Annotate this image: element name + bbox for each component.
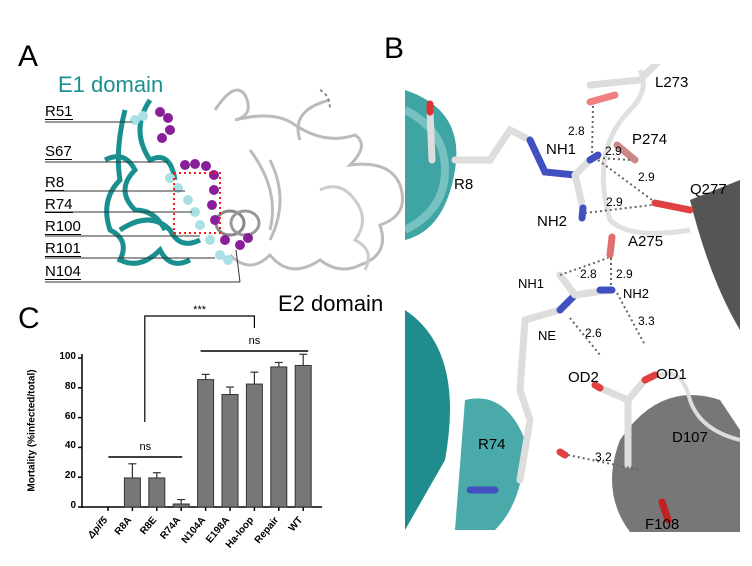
label-ne: NE: [538, 328, 557, 343]
d107-helix: [612, 395, 740, 532]
bar-WT: [294, 364, 312, 508]
hydrogen-bonds: [559, 105, 653, 471]
label-d107: D107: [672, 429, 708, 446]
distance-label: 2.9: [616, 267, 633, 281]
distance-label: 3.3: [638, 314, 655, 328]
distance-label: 2.8: [568, 124, 585, 138]
bar-R8A: [123, 477, 141, 508]
e2-interface-spheres: [155, 107, 253, 250]
panel-a-letter: A: [18, 40, 39, 73]
label-od1: OD1: [656, 366, 687, 383]
residue-label-r8: R8: [45, 174, 65, 191]
y-tick-label: 40: [64, 440, 76, 452]
y-tick-label: 0: [70, 500, 76, 511]
label-od2: OD2: [568, 369, 599, 386]
label-nh1-r74: NH1: [518, 276, 545, 291]
panel-c-letter: C: [18, 302, 40, 335]
label-r74: R74: [478, 436, 506, 453]
residue-label-r101: R101: [45, 240, 81, 257]
significance-label: ns: [139, 441, 152, 453]
bar-N104A: [197, 379, 215, 508]
residue-label-r74: R74: [45, 196, 73, 213]
residue-label-r51: R51: [45, 103, 73, 120]
r8-helix: [405, 90, 457, 240]
r74-helix: [405, 310, 450, 530]
label-f108: F108: [645, 516, 680, 533]
significance-label: ns: [248, 335, 261, 347]
bar-R74A: [172, 503, 190, 508]
label-nh2-r74: NH2: [623, 286, 650, 301]
distance-label: 2.9: [638, 170, 655, 184]
label-q277: Q277: [690, 181, 727, 198]
distance-label: 3.2: [595, 450, 612, 464]
label-r8: R8: [454, 176, 474, 193]
q277-strand: [690, 180, 740, 330]
residue-label-n104: N104: [45, 263, 81, 280]
y-tick-label: 20: [64, 470, 76, 482]
e2-domain-label: E2 domain: [278, 291, 384, 316]
y-tick-label: 80: [64, 380, 76, 392]
bar-Repair: [270, 366, 288, 508]
significance-label: ***: [193, 304, 207, 316]
label-l273: L273: [655, 74, 689, 91]
residue-label-r100: R100: [45, 218, 81, 235]
residue-label-s67: S67: [45, 143, 72, 160]
significance-bracket: [144, 315, 255, 422]
y-tick-label: 60: [64, 410, 76, 422]
interface-box: [173, 172, 221, 234]
distance-label: 2.9: [605, 144, 622, 158]
bar-E198A: [221, 394, 239, 508]
label-a275: A275: [628, 233, 664, 250]
distance-label: 2.8: [580, 267, 597, 281]
label-nh2-r8: NH2: [537, 213, 568, 230]
distance-label: 2.6: [585, 326, 602, 340]
e1-domain-label: E1 domain: [58, 72, 164, 97]
bar-R8E: [148, 477, 166, 508]
label-nh1-r8: NH1: [546, 141, 577, 158]
label-p274: P274: [632, 131, 668, 148]
distance-label: 2.9: [606, 195, 623, 209]
panel-b-letter: B: [384, 32, 405, 65]
y-tick-label: 100: [59, 351, 76, 362]
bar-Ha-loop: [245, 383, 263, 508]
